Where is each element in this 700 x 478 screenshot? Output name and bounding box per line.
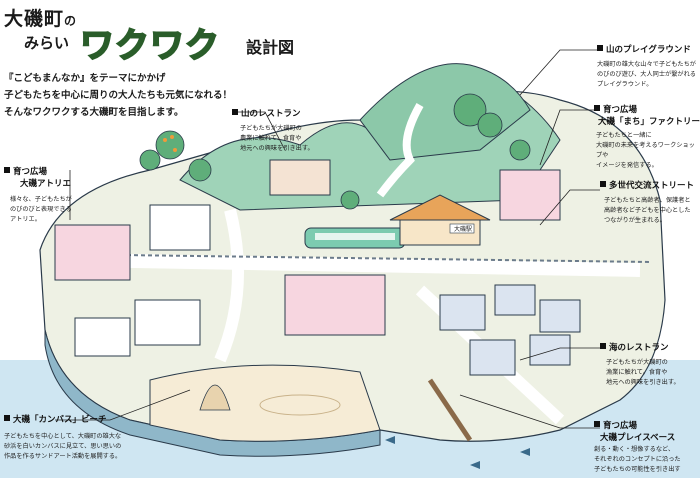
title-sekkei: 設計図 xyxy=(246,38,295,57)
house xyxy=(469,339,516,376)
tree xyxy=(188,158,212,182)
intro-line: 子どもたちを中心に周りの大人たちも元気になれる！ xyxy=(4,90,233,101)
intro-text: 『こどもまんなか』をテーマにかかげ 子どもたちを中心に周りの大人たちも元気になれ… xyxy=(4,70,264,121)
desc-mountain-playground: 大磯町の雄大な山々で子どもたちが のびのび遊び、大人同士が繋がれる プレイグラウ… xyxy=(597,61,696,88)
fish xyxy=(470,461,480,469)
house xyxy=(539,299,581,333)
desc-atelier: 様々な、子どもたちが のびのびと表現できる アトリエ。 xyxy=(10,196,72,223)
trees xyxy=(139,93,531,210)
orange-fruits xyxy=(163,135,177,152)
station-sign: 大磯駅 xyxy=(453,226,472,233)
tree xyxy=(155,130,185,160)
label-playspace: 育つ広場 大磯プレイスベース xyxy=(594,420,675,444)
bullet-square-icon xyxy=(4,167,10,173)
desc-playspace: 創る・動く・想像するなど、 それぞれのコンセプトに沿った 子どもたちの可能性を引… xyxy=(594,446,681,473)
tree xyxy=(139,149,161,171)
railway xyxy=(119,254,651,263)
desc-sea-restaurant: 子どもたちが大磯町の 漁業に触れて、食育や 地元への興味を引き出す。 xyxy=(606,359,680,386)
intro-line: そんなワクワクする大磯町を目指します。 xyxy=(4,107,184,118)
title-particle: の xyxy=(64,14,78,28)
label-street: 多世代交流ストリート xyxy=(600,180,694,192)
train-window xyxy=(315,233,395,240)
bullet-square-icon xyxy=(600,343,606,349)
pier xyxy=(427,378,473,442)
atelier-building xyxy=(54,224,131,281)
mountain-path xyxy=(376,103,424,198)
side-road xyxy=(214,208,244,363)
desc-street: 子どもたちと高齢者、保護者と 高齢者など子どもを中心とした つながりが生まれる。 xyxy=(604,197,691,224)
station-building xyxy=(399,219,481,246)
sand-sculpture xyxy=(199,384,231,411)
tree xyxy=(453,93,487,127)
desc-beach: 子どもたちを中心として、大磯町の雄大な 砂浜を白いカンバスに見立て、思い思いの … xyxy=(4,433,122,460)
leader-lines xyxy=(55,49,600,429)
tree xyxy=(477,112,503,138)
main-road xyxy=(79,253,641,277)
page-title: 大磯町の xyxy=(4,4,77,31)
bullet-square-icon xyxy=(594,421,600,427)
desc-mountain-restaurant: 子どもたちが大磯町の 農業に触れて、食育や 地元への興味を引き出す。 xyxy=(240,125,314,152)
title-mirai: みらい xyxy=(24,34,70,52)
bullet-square-icon xyxy=(597,45,603,51)
label-mountain-restaurant: 山のレストラン xyxy=(232,108,301,120)
station-sign-box xyxy=(449,223,475,234)
bullet-square-icon xyxy=(594,105,600,111)
fish xyxy=(385,436,395,444)
title-wakuwaku: ワクワク xyxy=(79,25,220,67)
fish-group xyxy=(385,436,530,469)
apartment-building xyxy=(134,299,201,346)
mountain-restaurant-building xyxy=(269,159,331,196)
house xyxy=(529,334,571,366)
tree xyxy=(509,139,531,161)
label-mountain-playground: 山のプレイグラウンド xyxy=(597,44,691,56)
label-atelier: 育つ広場 大磯アトリエ xyxy=(4,166,71,190)
intro-line: 『こどもまんなか』をテーマにかかげ xyxy=(4,73,166,84)
title-town: 大磯町 xyxy=(4,8,65,30)
beach-area xyxy=(149,364,381,442)
house xyxy=(494,284,536,316)
bullet-square-icon xyxy=(4,415,10,421)
bullet-square-icon xyxy=(600,181,606,187)
factory-building xyxy=(499,169,561,221)
label-sea-restaurant: 海のレストラン xyxy=(600,342,669,354)
school-building xyxy=(149,204,211,251)
tree xyxy=(340,190,360,210)
bullet-square-icon xyxy=(232,109,238,115)
house xyxy=(439,294,486,331)
community-hall xyxy=(284,274,386,336)
island-cliff xyxy=(44,329,381,457)
apartment-building xyxy=(74,317,131,357)
fish xyxy=(520,448,530,456)
label-beach: 大磯「カンバス」ビーチ xyxy=(4,414,107,426)
desc-factory: 子どもたちと一緒に 大磯町の未来を考えるワークショップや イメージを発信する。 xyxy=(596,132,695,169)
sand-drawing xyxy=(259,394,341,416)
label-factory: 育つ広場 大磯「まち」ファクトリー xyxy=(594,104,700,128)
